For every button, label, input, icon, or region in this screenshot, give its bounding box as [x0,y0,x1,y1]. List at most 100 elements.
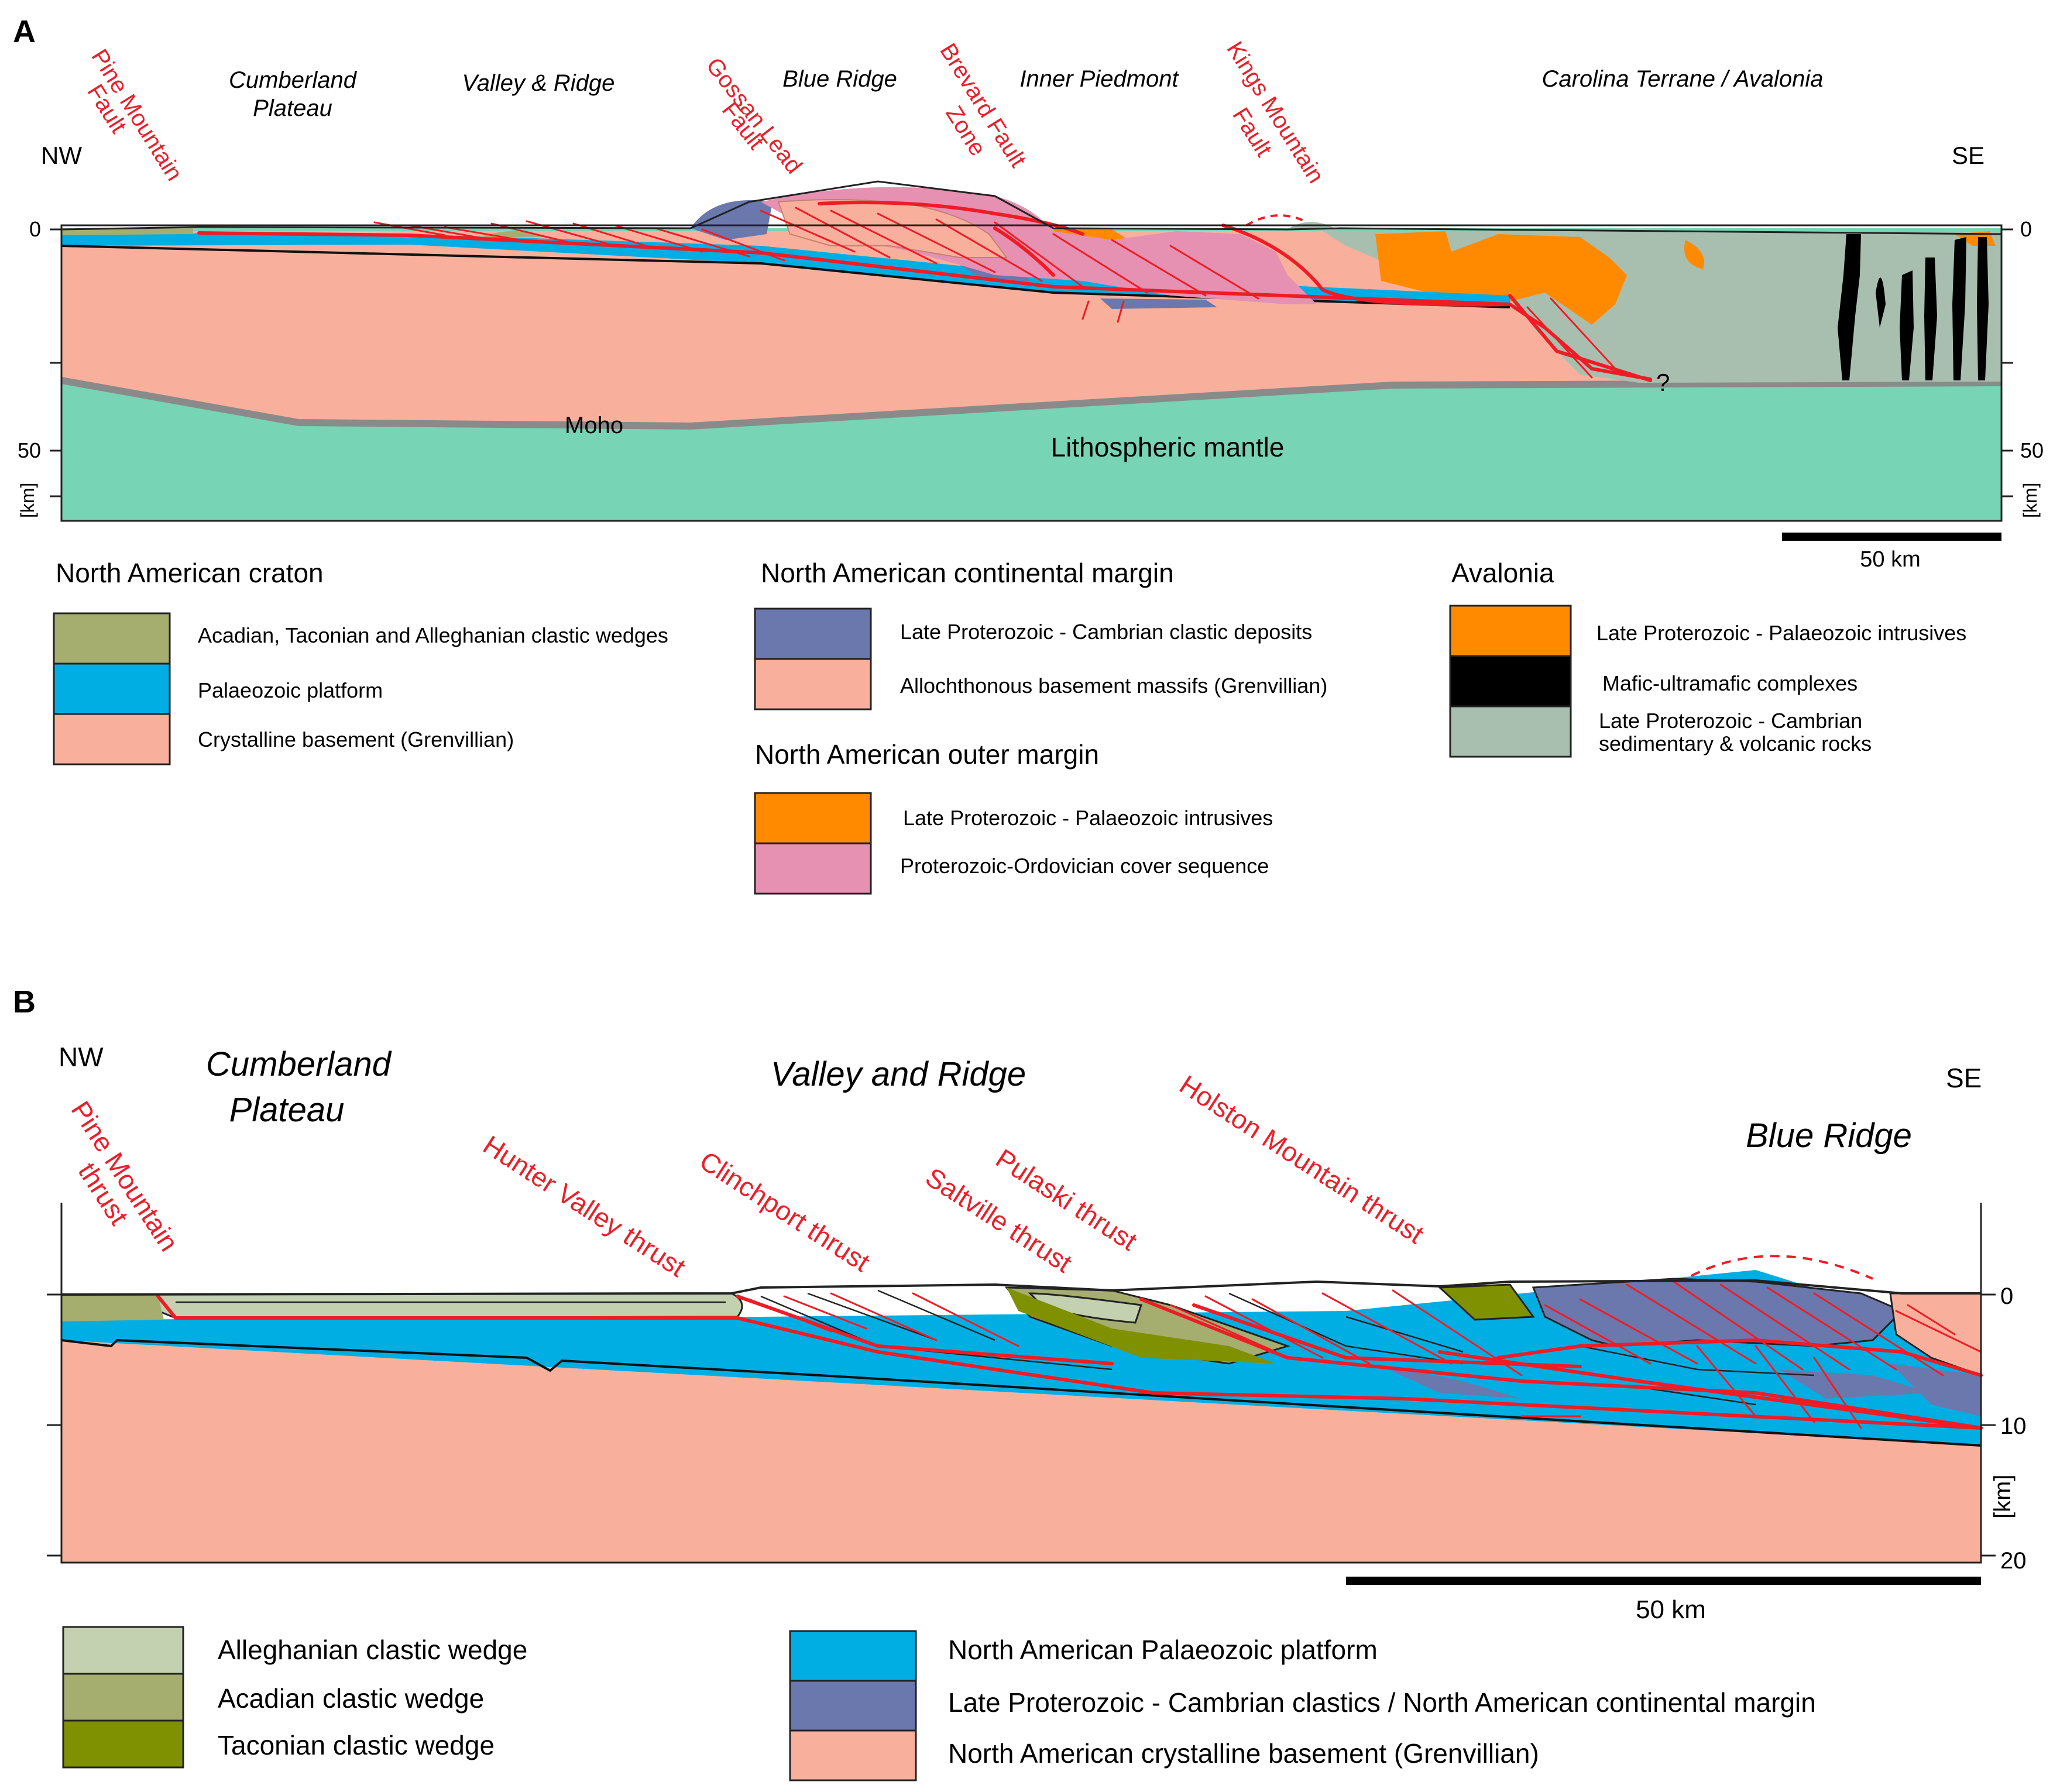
scale-label-a: 50 km [1860,547,1920,572]
panel-b-frame [60,1203,1982,1564]
depth-tick-b-0: 0 [2000,1283,2013,1309]
surface-line-b [61,1279,1981,1296]
swatch-margin-clastics-b [789,1680,917,1732]
holston-mountain-thrust-line [1496,1338,1983,1377]
depth-tick-b-20: 20 [2000,1548,2027,1574]
legend-craton-title: North American craton [56,558,324,588]
region-valley-ridge-b: Valley and Ridge [771,1055,1026,1093]
depth-tick-0: 0 [29,217,41,241]
depth-axis-right-b: 0 10 20 [km] [1981,1283,2027,1574]
legend-b-left-1: Alleghanian clastic wedge [218,1635,527,1665]
clastic-wedge-strip [61,228,193,235]
region-blue-ridge-a: Blue Ridge [782,66,897,92]
swatch-cover-sequence [754,842,872,895]
horse-boundaries-b [760,1289,1815,1406]
legend-avalonia-item-2: Mafic-ultramafic complexes [1602,671,1858,695]
depth-axis-left-a: 0 50 [km] [17,217,63,521]
legend-avalonia-item-1: Late Proterozoic - Palaeozoic intrusives [1596,621,1966,645]
lithospheric-mantle-label: Lithospheric mantle [1051,432,1285,462]
legend-margin-title: North American continental margin [761,558,1174,588]
moho-label: Moho [565,413,623,438]
nw-label-b: NW [59,1042,104,1072]
margin-clastics-b-2 [1375,1364,1522,1399]
legend-outer-title: North American outer margin [755,739,1099,770]
region-cumberland-a-2: Plateau [253,95,332,121]
scale-bar-b [1346,1577,1981,1585]
swatch-outer-intrusives [754,792,872,844]
swatch-platform-b [789,1630,917,1682]
legend-b-right-1: North American Palaeozoic platform [948,1635,1378,1665]
depth-tick-50-right: 50 [2020,438,2044,462]
depth-unit-right: [km] [2020,483,2041,518]
legend-craton-item-2: Palaeozoic platform [198,678,383,702]
kings-mountain-fault-line [1221,224,1652,381]
acadian-wedge-edge [61,1295,164,1321]
hunter-valley-thrust-line [736,1295,1114,1365]
legend-b-right-2: Late Proterozoic - Cambrian clastics / N… [948,1687,1816,1718]
legend-a: North American craton Acadian, Taconian … [53,558,1966,895]
region-valley-ridge-a: Valley & Ridge [462,70,615,96]
crystalline-basement-b [61,1340,1981,1563]
region-cumberland-b-2: Plateau [229,1091,345,1129]
swatch-clastic-wedges [53,612,171,665]
depth-unit-b: [km] [1990,1474,2016,1519]
legend-margin-item-2: Allochthonous basement massifs (Grenvill… [900,674,1327,698]
pulaski-thrust-line [1139,1297,1983,1430]
panel-a-letter: A [13,14,36,49]
taconian-wedge-b [1007,1288,1276,1364]
panel-b-letter: B [13,984,36,1019]
region-cumberland-b-1: Cumberland [206,1045,392,1083]
swatch-basement-b [789,1729,917,1781]
pine-mountain-thrust-line [156,1295,1983,1430]
legend-b-left-2: Acadian clastic wedge [218,1683,484,1714]
legend-avalonia-item-4: sedimentary & volcanic rocks [1599,732,1872,756]
brevard-fault-line [993,226,1055,277]
question-mark-a: ? [1656,369,1670,396]
region-cumberland-a-1: Cumberland [229,67,358,93]
eroded-fold-a [1245,214,1306,226]
region-inner-piedmont-a: Inner Piedmont [1019,66,1179,92]
swatch-crystalline-basement [53,713,171,765]
margin-clastics-b-4 [1890,1364,1981,1416]
legend-outer-item-2: Proterozoic-Ordovician cover sequence [900,854,1269,878]
se-label-a: SE [1952,142,1985,169]
swatch-acadian [62,1673,184,1722]
depth-tick-b-10: 10 [2000,1413,2027,1439]
region-blue-ridge-b: Blue Ridge [1746,1117,1912,1155]
avalonia-intrusive-2 [1684,240,1704,269]
swatch-avalonia-sedimentary [1449,705,1572,758]
panel-b: B [13,984,2027,1624]
major-thrusts-b [156,1295,1983,1430]
legend-avalonia-title: Avalonia [1451,558,1554,588]
major-faults-a [197,201,1652,382]
moho-line [60,377,2002,430]
scale-bar-a [1782,533,2001,541]
panel-a: A [13,14,2044,572]
swatch-allochthonous-basement [754,658,872,710]
brevard-fault-label-1: Brevard Fault [935,39,1031,171]
taconian-wedge-b-2 [1437,1283,1535,1321]
legend-b: Alleghanian clastic wedge Acadian clasti… [62,1626,1816,1781]
hunter-valley-thrust-label: Hunter Valley thrust [478,1130,691,1283]
depth-tick-50: 50 [18,438,41,462]
mafic-ultramafic-complexes [1838,234,1989,380]
avalonia-intrusive-1 [1375,231,1627,325]
swatch-alleghanian [62,1626,184,1675]
depth-axis-left-b [47,1293,61,1557]
basal-decollement-b [1438,1350,1983,1430]
region-carolina-a: Carolina Terrane / Avalonia [1541,66,1823,92]
se-label-b: SE [1946,1063,1982,1093]
nw-label-a: NW [41,142,82,169]
scale-label-b: 50 km [1636,1595,1706,1624]
decollement-a [197,231,1512,306]
swatch-platform [53,662,171,715]
legend-outer-item-1: Late Proterozoic - Palaeozoic intrusives [903,806,1273,830]
internal-thrusts-a [373,207,1616,379]
swatch-mafic-ultramafic [1449,655,1572,708]
legend-craton-item-1: Acadian, Taconian and Alleghanian clasti… [198,623,668,647]
swatch-margin-clastics [754,607,872,660]
surface-line-a [61,180,2002,235]
margin-clastics-b-3 [1779,1369,1931,1399]
swatch-taconian [62,1719,184,1769]
